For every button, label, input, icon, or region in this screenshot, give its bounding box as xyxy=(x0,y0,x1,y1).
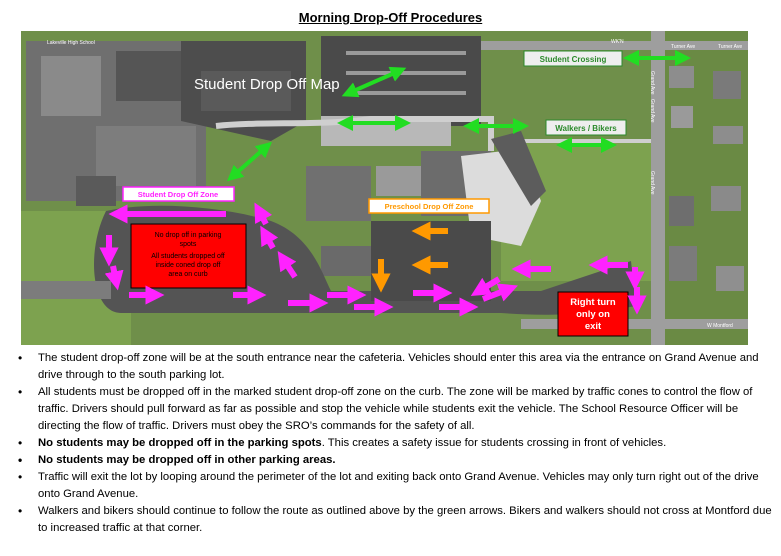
magenta-arrow-curve-3 xyxy=(277,251,298,279)
svg-text:spots: spots xyxy=(180,241,197,248)
magenta-arrow-curve-2 xyxy=(260,225,279,250)
traffic-route-arrows xyxy=(99,202,647,317)
bullet-icon: • xyxy=(18,470,23,484)
svg-text:area on curb: area on curb xyxy=(168,271,207,278)
svg-text:Student Drop Off Zone: Student Drop Off Zone xyxy=(138,190,218,199)
grand-ave-label-2: Grand Ave xyxy=(649,99,655,123)
drop-off-map: Student Drop Off Map Lakeville High Scho… xyxy=(21,31,748,345)
list-item: •All students must be dropped off in the… xyxy=(18,385,753,432)
school-building xyxy=(26,41,306,206)
svg-text:Preschool Drop Off Zone: Preschool Drop Off Zone xyxy=(385,202,474,211)
svg-text:No drop off in parking: No drop off in parking xyxy=(155,232,222,239)
magenta-arrow-curve-1 xyxy=(254,202,273,226)
list-item: •Walkers and bikers should continue to f… xyxy=(18,504,772,534)
student-crossing-label: Student Crossing xyxy=(523,50,623,67)
bullet-icon: • xyxy=(18,436,23,450)
top-mid-label: WK'N xyxy=(611,39,624,45)
houses xyxy=(669,66,744,291)
bullet-icon: • xyxy=(18,504,23,518)
list-item: •The student drop-off zone will be at th… xyxy=(18,351,759,381)
right-turn-only-box: Right turn only on exit xyxy=(557,291,629,337)
magenta-arrow-in-3 xyxy=(470,276,501,296)
svg-text:Student Crossing: Student Crossing xyxy=(540,55,607,64)
bullet-icon: • xyxy=(18,385,23,399)
magenta-arrow-left-down-2 xyxy=(104,265,124,291)
svg-text:All students dropped off: All students dropped off xyxy=(151,253,224,260)
preschool-route-arrows xyxy=(371,221,448,293)
list-item: •No students may be dropped off in other… xyxy=(18,453,336,467)
svg-text:Right turn: Right turn xyxy=(570,297,616,308)
turner-ave-label-1: Turner Ave xyxy=(671,44,695,50)
svg-text:only on: only on xyxy=(576,309,610,320)
grand-ave-road xyxy=(651,31,665,345)
no-drop-off-warning-box: No drop off in parking spots All student… xyxy=(130,223,247,289)
grand-ave-label-3: Grand Ave xyxy=(649,171,655,195)
student-drop-off-zone-label: Student Drop Off Zone xyxy=(122,186,235,202)
montford-label: W Montford xyxy=(707,323,733,329)
procedure-list: •The student drop-off zone will be at th… xyxy=(14,350,774,537)
magenta-arrow-exit-8 xyxy=(481,283,518,302)
list-item: •Traffic will exit the lot by looping ar… xyxy=(18,470,759,500)
bullet-icon: • xyxy=(18,351,23,365)
walkers-bikers-label: Walkers / Bikers xyxy=(545,119,627,136)
school-name-label: Lakeville High School xyxy=(47,40,95,46)
list-item: •No students may be dropped off in the p… xyxy=(18,436,667,450)
svg-text:exit: exit xyxy=(585,321,602,332)
grand-ave-label-1: Grand Ave xyxy=(649,71,655,95)
green-arrow-diagonal xyxy=(226,141,273,182)
svg-text:Walkers / Bikers: Walkers / Bikers xyxy=(555,124,617,133)
walker-route-arrows xyxy=(226,50,691,182)
bullet-icon: • xyxy=(18,453,23,467)
turner-ave-road xyxy=(481,41,748,50)
svg-text:inside coned drop off: inside coned drop off xyxy=(156,262,221,269)
map-heading: Student Drop Off Map xyxy=(194,76,340,93)
page-title: Morning Drop-Off Procedures xyxy=(298,10,483,25)
green-arrow-top-1 xyxy=(341,66,407,98)
preschool-drop-off-zone-label: Preschool Drop Off Zone xyxy=(368,198,490,214)
montford-road xyxy=(521,319,748,329)
turner-ave-label-2: Turner Ave xyxy=(718,44,742,50)
